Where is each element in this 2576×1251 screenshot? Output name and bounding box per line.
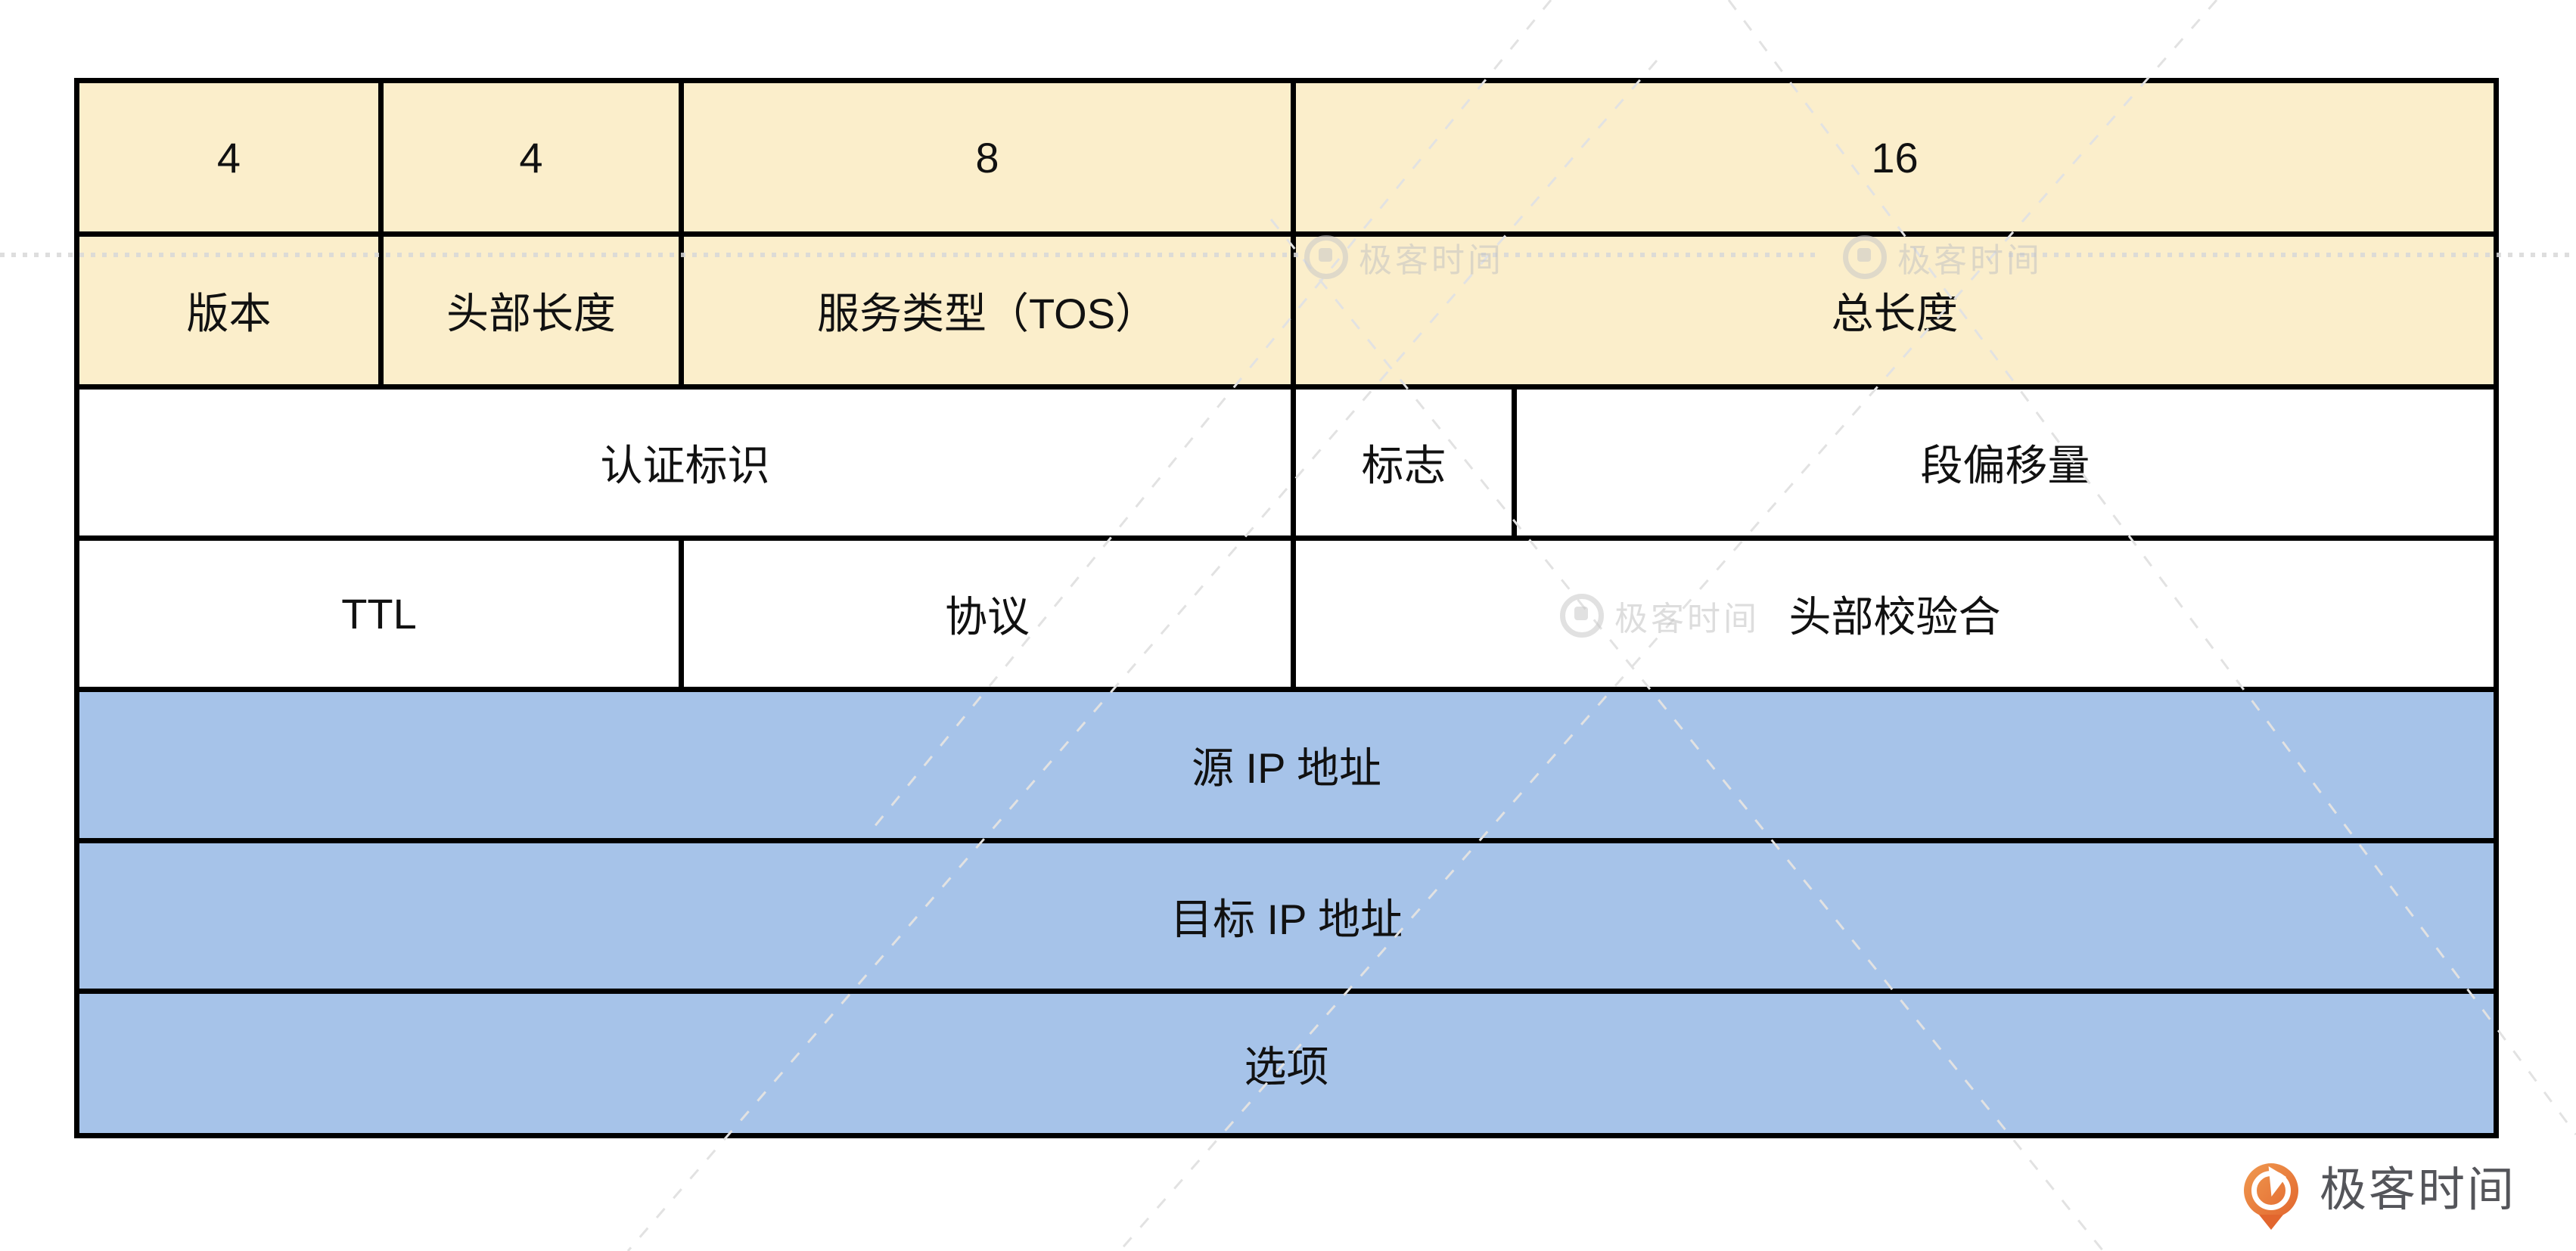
geektime-logo-text: 极客时间 [2320,1164,2517,1216]
geektime-brand-logo: 极客时间 [2244,1163,2516,1230]
watermark-1: 极客时间 [1304,233,1504,281]
field-header-length: 头部长度 [384,237,679,384]
field-options: 选项 [79,994,2494,1133]
dotted-guide-line-middle [1481,253,1816,257]
field-header-checksum: 头部校验合 [1296,541,2494,687]
geektime-logo-pin-tail [2259,1215,2283,1230]
watermark-text: 极客时间 [1614,601,1760,638]
watermark-3: 极客时间 [1560,591,1760,640]
watermark-text: 极客时间 [1359,242,1504,279]
bit-width-cell-header-length: 4 [384,83,679,231]
geektime-watermark-icon [1843,235,1887,279]
field-dest-ip: 目标 IP 地址 [79,843,2494,989]
field-identification: 认证标识 [79,390,1291,535]
bit-width-cell-total-length: 16 [1296,83,2494,231]
field-version: 版本 [79,237,378,384]
ipv4-header-table: 4 4 8 16 版本 头部长度 服务类型（TOS） 总长度 认证标识 标志 段… [74,78,2499,1138]
watermark-text: 极客时间 [1897,242,2043,279]
dotted-guide-line-right [2009,253,2576,257]
field-source-ip: 源 IP 地址 [79,692,2494,838]
geektime-watermark-icon [1304,235,1348,279]
field-ttl: TTL [79,541,679,687]
geektime-logo-circle [2244,1163,2298,1218]
watermark-2: 极客时间 [1843,233,2043,281]
bit-width-cell-version: 4 [79,83,378,231]
field-fragment-offset: 段偏移量 [1517,390,2494,535]
geektime-watermark-icon [1560,594,1604,638]
field-tos: 服务类型（TOS） [684,237,1291,384]
field-protocol: 协议 [684,541,1291,687]
field-flags: 标志 [1296,390,1512,535]
geektime-logo-icon [2244,1163,2303,1230]
dotted-guide-line-left [0,253,1300,257]
bit-width-cell-tos: 8 [684,83,1291,231]
